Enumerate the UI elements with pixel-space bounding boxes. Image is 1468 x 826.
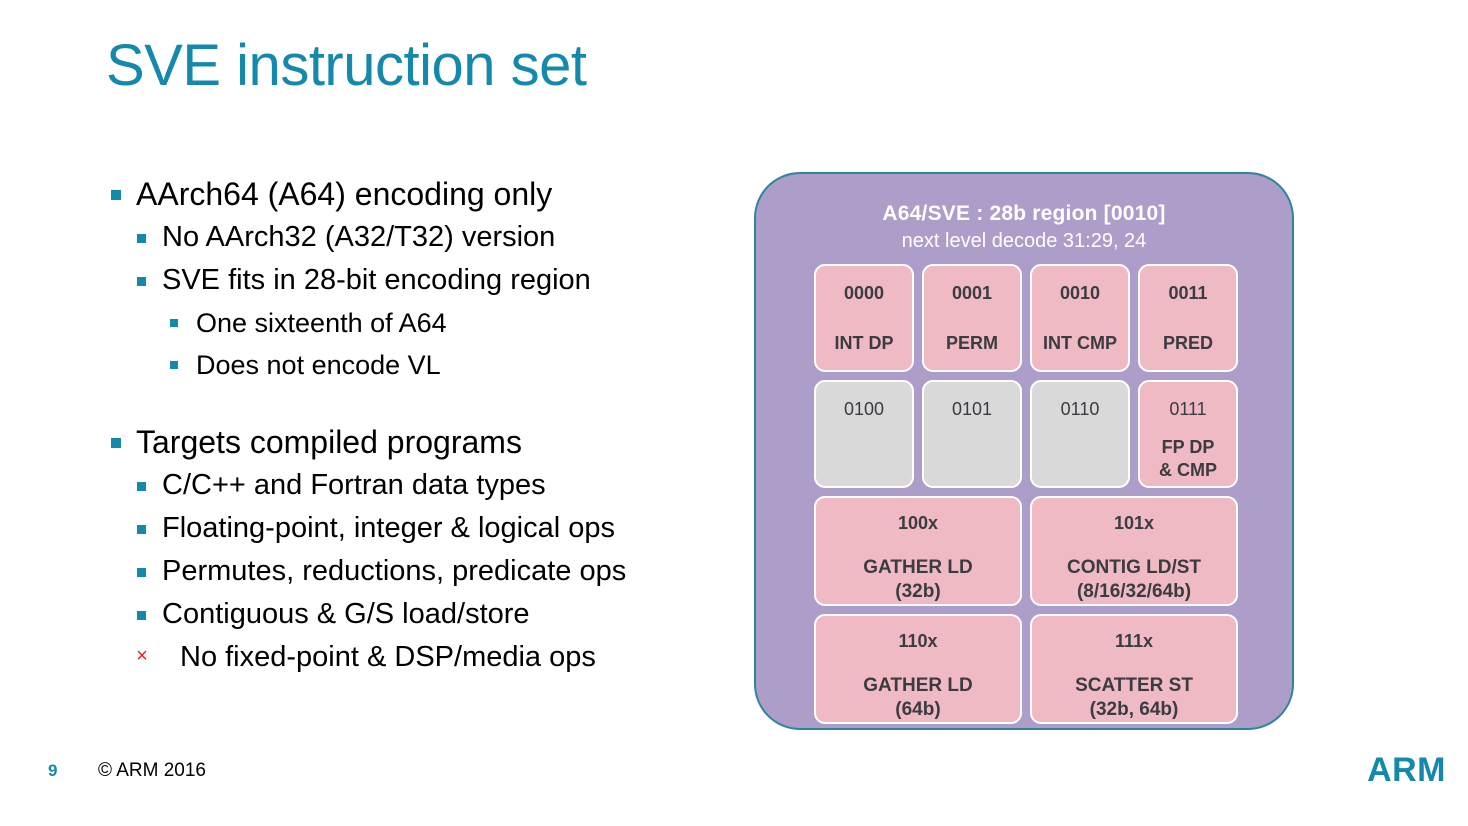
encoding-cell: 0110 bbox=[1030, 380, 1130, 488]
diagram-header: A64/SVE : 28b region [0010] next level d… bbox=[756, 200, 1292, 255]
encoding-label: GATHER LD (64b) bbox=[863, 674, 972, 721]
slide-left-edge bbox=[6, 0, 11, 826]
bullet-item: AArch64 (A64) encoding only bbox=[104, 172, 744, 216]
bullet-text: No fixed-point & DSP/media ops bbox=[180, 641, 596, 673]
encoding-size: (8/16/32/64b) bbox=[1076, 581, 1192, 602]
encoding-cell: 0111 FP DP & CMP bbox=[1138, 380, 1238, 488]
bullet-marker-square bbox=[137, 611, 146, 620]
encoding-code: 0110 bbox=[1060, 399, 1100, 419]
encoding-label: GATHER LD (32b) bbox=[863, 556, 972, 603]
encoding-cell: 0011 PRED bbox=[1138, 264, 1238, 372]
bullet-list: AArch64 (A64) encoding only No AArch32 (… bbox=[104, 172, 744, 679]
encoding-size: (64b) bbox=[895, 699, 941, 720]
encoding-label-line1: GATHER LD bbox=[863, 557, 973, 578]
bullet-marker-square bbox=[137, 525, 146, 534]
page-title: SVE instruction set bbox=[106, 33, 587, 98]
bullet-marker-square bbox=[170, 319, 178, 327]
bullet-text: SVE fits in 28-bit encoding region bbox=[162, 264, 591, 296]
encoding-label-line1: FP DP bbox=[1161, 437, 1215, 457]
encoding-label: CONTIG LD/ST (8/16/32/64b) bbox=[1067, 556, 1201, 603]
encoding-cell: 100x GATHER LD (32b) bbox=[814, 496, 1022, 606]
bullet-text: Contiguous & G/S load/store bbox=[162, 598, 530, 630]
bullet-text: Targets compiled programs bbox=[136, 424, 522, 460]
bullet-text: C/C++ and Fortran data types bbox=[162, 469, 546, 501]
encoding-label: INT DP bbox=[834, 333, 894, 353]
bullet-marker-square bbox=[137, 568, 146, 577]
copyright-notice: © ARM 2016 bbox=[98, 760, 206, 781]
encoding-code: 0001 bbox=[951, 283, 993, 303]
encoding-cell: 0100 bbox=[814, 380, 914, 488]
encoding-code: 100x bbox=[897, 513, 939, 533]
encoding-label: INT CMP bbox=[1043, 333, 1117, 353]
bullet-marker-square bbox=[137, 482, 146, 491]
bullet-text: Does not encode VL bbox=[196, 350, 441, 380]
encoding-cell: 0101 bbox=[922, 380, 1022, 488]
encoding-cell: 110x GATHER LD (64b) bbox=[814, 614, 1022, 724]
encoding-grid: 0000 INT DP 0001 PERM 0010 INT CMP 0011 … bbox=[814, 264, 1238, 732]
encoding-row: 0000 INT DP 0001 PERM 0010 INT CMP 0011 … bbox=[814, 264, 1238, 372]
encoding-row: 110x GATHER LD (64b) 111x SCATTER ST (32… bbox=[814, 614, 1238, 724]
bullet-marker-square bbox=[170, 361, 178, 369]
encoding-label-line2: & CMP bbox=[1159, 460, 1217, 480]
encoding-label: SCATTER ST (32b, 64b) bbox=[1075, 674, 1193, 721]
encoding-label-line1: GATHER LD bbox=[863, 675, 973, 696]
encoding-cell: 111x SCATTER ST (32b, 64b) bbox=[1030, 614, 1238, 724]
arm-logo: ARM bbox=[1367, 751, 1446, 789]
diagram-subtitle: next level decode 31:29, 24 bbox=[901, 230, 1147, 252]
encoding-cell: 0001 PERM bbox=[922, 264, 1022, 372]
bullet-item: No AArch32 (A32/T32) version bbox=[104, 216, 744, 259]
encoding-label: FP DP & CMP bbox=[1159, 436, 1217, 482]
encoding-cell: 101x CONTIG LD/ST (8/16/32/64b) bbox=[1030, 496, 1238, 606]
page-number: 9 bbox=[48, 761, 58, 780]
bullet-item: Targets compiled programs bbox=[104, 420, 744, 464]
encoding-code: 111x bbox=[1114, 631, 1154, 651]
encoding-code: 0111 bbox=[1169, 399, 1207, 419]
bullet-item: Floating-point, integer & logical ops bbox=[104, 507, 744, 550]
bullet-marker-square bbox=[137, 234, 146, 243]
encoding-code: 0101 bbox=[951, 399, 993, 419]
bullet-text: Permutes, reductions, predicate ops bbox=[162, 555, 627, 587]
bullet-item-negative: × No fixed-point & DSP/media ops bbox=[104, 636, 744, 679]
encoding-code: 110x bbox=[898, 631, 938, 651]
encoding-cell: 0000 INT DP bbox=[814, 264, 914, 372]
bullet-marker-square bbox=[111, 438, 121, 448]
encoding-label-line1: SCATTER ST bbox=[1075, 675, 1193, 696]
bullet-text: AArch64 (A64) encoding only bbox=[136, 176, 553, 212]
encoding-cell: 0010 INT CMP bbox=[1030, 264, 1130, 372]
encoding-code: 0000 bbox=[843, 283, 885, 303]
diagram-title: A64/SVE : 28b region [0010] bbox=[882, 202, 1166, 225]
bullet-item: C/C++ and Fortran data types bbox=[104, 464, 744, 507]
bullet-marker-square bbox=[137, 277, 146, 286]
encoding-label-line1: CONTIG LD/ST bbox=[1066, 557, 1202, 578]
bullet-item: Does not encode VL bbox=[104, 344, 744, 386]
encoding-size: (32b) bbox=[895, 581, 941, 602]
bullet-text: No AArch32 (A32/T32) version bbox=[162, 221, 556, 253]
encoding-label: PRED bbox=[1162, 333, 1213, 353]
bullet-item: SVE fits in 28-bit encoding region bbox=[104, 259, 744, 302]
encoding-row: 100x GATHER LD (32b) 101x CONTIG LD/ST (… bbox=[814, 496, 1238, 606]
encoding-code: 101x bbox=[1113, 513, 1155, 533]
cross-icon: × bbox=[136, 645, 148, 667]
bullet-item: One sixteenth of A64 bbox=[104, 302, 744, 344]
bullet-text: Floating-point, integer & logical ops bbox=[162, 512, 615, 544]
bullet-marker-square bbox=[111, 190, 121, 200]
encoding-code: 0010 bbox=[1059, 283, 1101, 303]
encoding-code: 0011 bbox=[1168, 283, 1208, 303]
bullet-item: Contiguous & G/S load/store bbox=[104, 593, 744, 636]
bullet-item: Permutes, reductions, predicate ops bbox=[104, 550, 744, 593]
encoding-size: (32b, 64b) bbox=[1089, 699, 1179, 720]
encoding-code: 0100 bbox=[843, 399, 885, 419]
bullet-group-spacer bbox=[104, 386, 744, 420]
encoding-region-diagram: A64/SVE : 28b region [0010] next level d… bbox=[754, 172, 1294, 730]
encoding-row: 0100 0101 0110 0111 FP DP & CMP bbox=[814, 380, 1238, 488]
encoding-label: PERM bbox=[945, 333, 998, 353]
bullet-text: One sixteenth of A64 bbox=[196, 308, 447, 338]
